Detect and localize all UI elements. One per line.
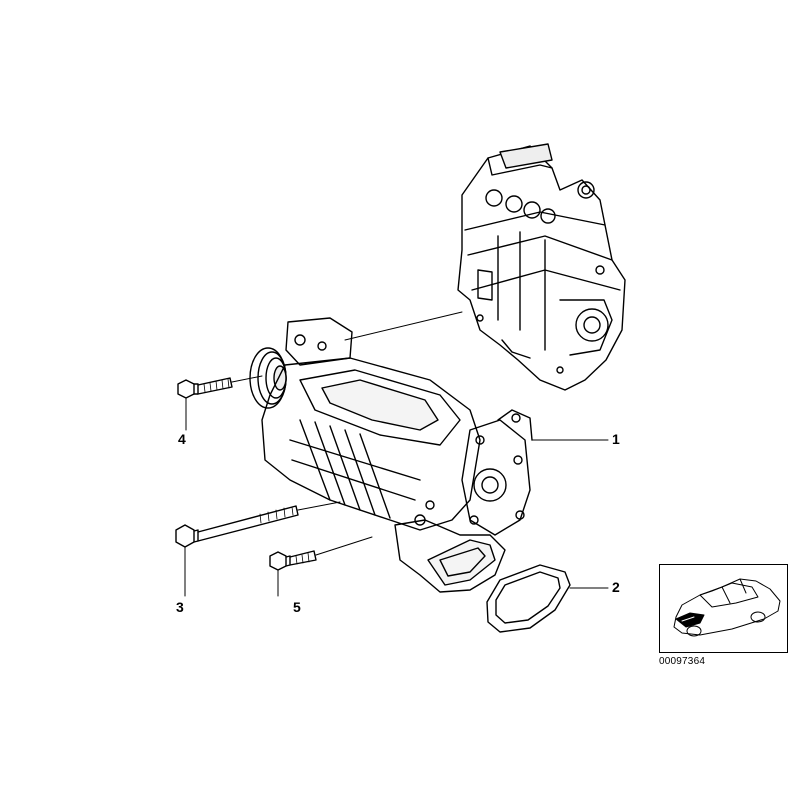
bolt-illustration: [269, 550, 317, 571]
vehicle-thumbnail: [659, 564, 788, 653]
callout-1: 1: [612, 431, 620, 447]
callout-5: 5: [293, 599, 301, 615]
car-silhouette-icon: [673, 578, 781, 637]
callout-3: 3: [176, 599, 184, 615]
reference-code: 00097364: [659, 656, 706, 667]
callout-4: 4: [178, 431, 186, 447]
gasket-illustration: [486, 564, 571, 633]
bolt-illustration: [175, 505, 299, 548]
engine-block-illustration: [457, 143, 626, 391]
supercharger-illustration: [249, 317, 533, 593]
bolt-illustration: [177, 377, 233, 399]
callout-2: 2: [612, 579, 620, 595]
